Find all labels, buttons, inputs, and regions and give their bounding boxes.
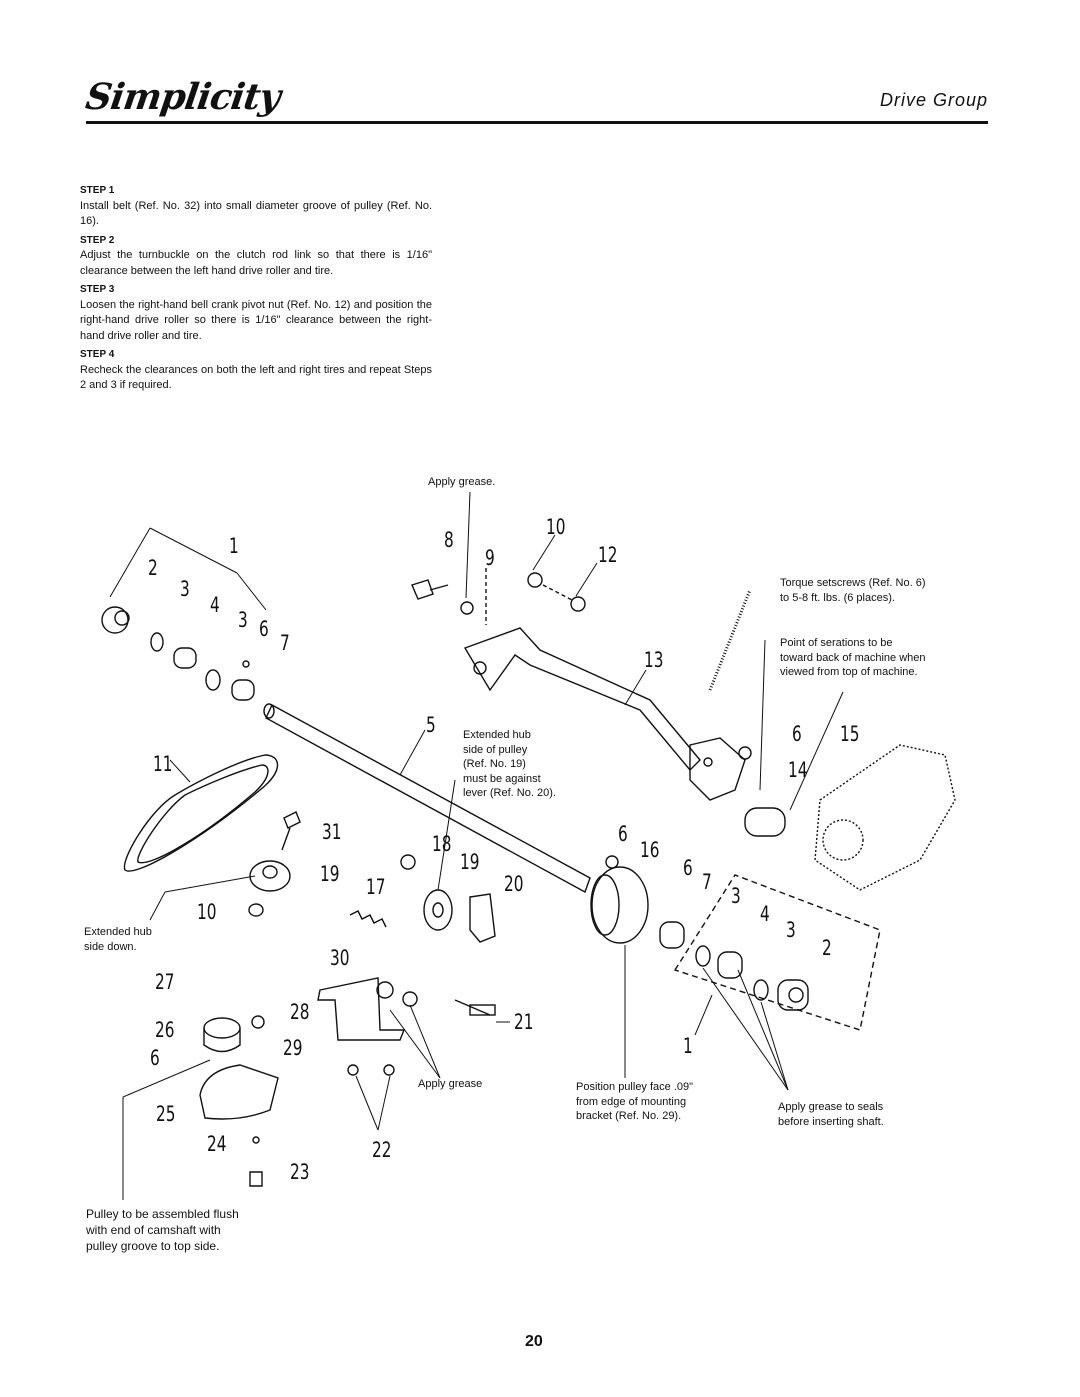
callout-20: 20 [504, 872, 524, 897]
step-text: Adjust the turnbuckle on the clutch rod … [80, 249, 432, 277]
step-text: Recheck the clearances on both the left … [80, 363, 432, 392]
note-extended-hub-down: Extended hub side down. [84, 926, 152, 953]
callout-11: 11 [153, 752, 173, 777]
callout-3: 3 [238, 608, 248, 633]
callout-25: 25 [156, 1102, 176, 1127]
callout-9: 9 [485, 546, 495, 571]
step-heading: STEP 1 [80, 185, 115, 196]
callout-8: 8 [444, 528, 454, 553]
pulley-19-left [248, 811, 301, 917]
callout-24: 24 [207, 1132, 227, 1157]
bearing-group-right [659, 874, 881, 1031]
callout-7: 7 [702, 870, 712, 895]
note-pulley-flush: Pulley to be assembled flush with end of… [86, 1207, 239, 1253]
callout-21: 21 [514, 1010, 534, 1035]
callout-23: 23 [290, 1160, 310, 1185]
callout-14: 14 [788, 758, 808, 783]
instruction-steps: STEP 1 Install belt (Ref. No. 32) into s… [80, 180, 432, 394]
note-apply-grease-bottom: Apply grease [418, 1078, 483, 1090]
step-heading: STEP 4 [80, 349, 115, 360]
note-apply-grease-seals: Apply grease to seals before inserting s… [778, 1101, 884, 1128]
step-heading: STEP 3 [80, 284, 115, 295]
leader-lines [109, 491, 844, 1200]
callout-15: 15 [840, 722, 860, 747]
note-torque-setscrews: Torque setscrews (Ref. No. 6) to 5-8 ft.… [780, 577, 926, 604]
callout-19: 19 [460, 850, 480, 875]
callout-4: 4 [210, 593, 220, 618]
step-block: STEP 1 Install belt (Ref. No. 32) into s… [80, 183, 432, 230]
step-block: STEP 2 Adjust the turnbuckle on the clut… [80, 233, 432, 280]
note-extended-hub-pulley: Extended hub side of pulley (Ref. No. 19… [463, 729, 556, 799]
callout-13: 13 [644, 648, 664, 673]
callout-1: 1 [229, 534, 239, 559]
step-block: STEP 4 Recheck the clearances on both th… [80, 347, 432, 394]
note-serrations: Point of serations to be toward back of … [780, 637, 926, 678]
callout-3: 3 [180, 577, 190, 602]
callout-22: 22 [372, 1138, 392, 1163]
callout-30: 30 [330, 946, 350, 971]
callout-31: 31 [322, 820, 342, 845]
callout-6: 6 [683, 856, 693, 881]
callout-27: 27 [155, 970, 175, 995]
step-text: Install belt (Ref. No. 32) into small di… [80, 199, 432, 228]
callout-5: 5 [426, 713, 436, 738]
callout-6: 6 [259, 617, 269, 642]
callout-29: 29 [283, 1036, 303, 1061]
callout-10: 10 [197, 900, 217, 925]
callout-6: 6 [150, 1046, 160, 1071]
callout-2: 2 [148, 556, 158, 581]
pulley-16 [590, 855, 649, 944]
callout-2: 2 [822, 936, 832, 961]
main-shaft [263, 703, 591, 894]
callout-3: 3 [731, 884, 741, 909]
gear-housing [708, 589, 956, 891]
callout-16: 16 [640, 838, 660, 863]
section-title: Drive Group [879, 90, 988, 110]
callout-18: 18 [432, 832, 452, 857]
step-block: STEP 3 Loosen the right-hand bell crank … [80, 282, 432, 344]
note-apply-grease-top: Apply grease. [428, 476, 496, 488]
callout-3: 3 [786, 918, 796, 943]
header-rule [86, 121, 988, 124]
step-text: Loosen the right-hand bell crank pivot n… [80, 298, 432, 342]
drive-belt [123, 754, 279, 872]
callout-4: 4 [760, 902, 770, 927]
page-number: 20 [525, 1333, 543, 1350]
note-position-pulley: Position pulley face .09" from edge of m… [576, 1081, 694, 1122]
bearing-group-left [101, 606, 255, 701]
shift-rod [463, 627, 752, 801]
top-hardware [411, 568, 586, 625]
callout-26: 26 [155, 1018, 175, 1043]
callout-6: 6 [618, 822, 628, 847]
callout-17: 17 [366, 875, 386, 900]
step-heading: STEP 2 [80, 234, 115, 246]
callout-1: 1 [683, 1034, 693, 1059]
callout-6: 6 [792, 722, 802, 747]
callout-7: 7 [280, 631, 290, 656]
callout-28: 28 [290, 1000, 310, 1025]
callout-10: 10 [546, 515, 566, 540]
callout-12: 12 [598, 543, 618, 568]
callout-19: 19 [320, 862, 340, 887]
